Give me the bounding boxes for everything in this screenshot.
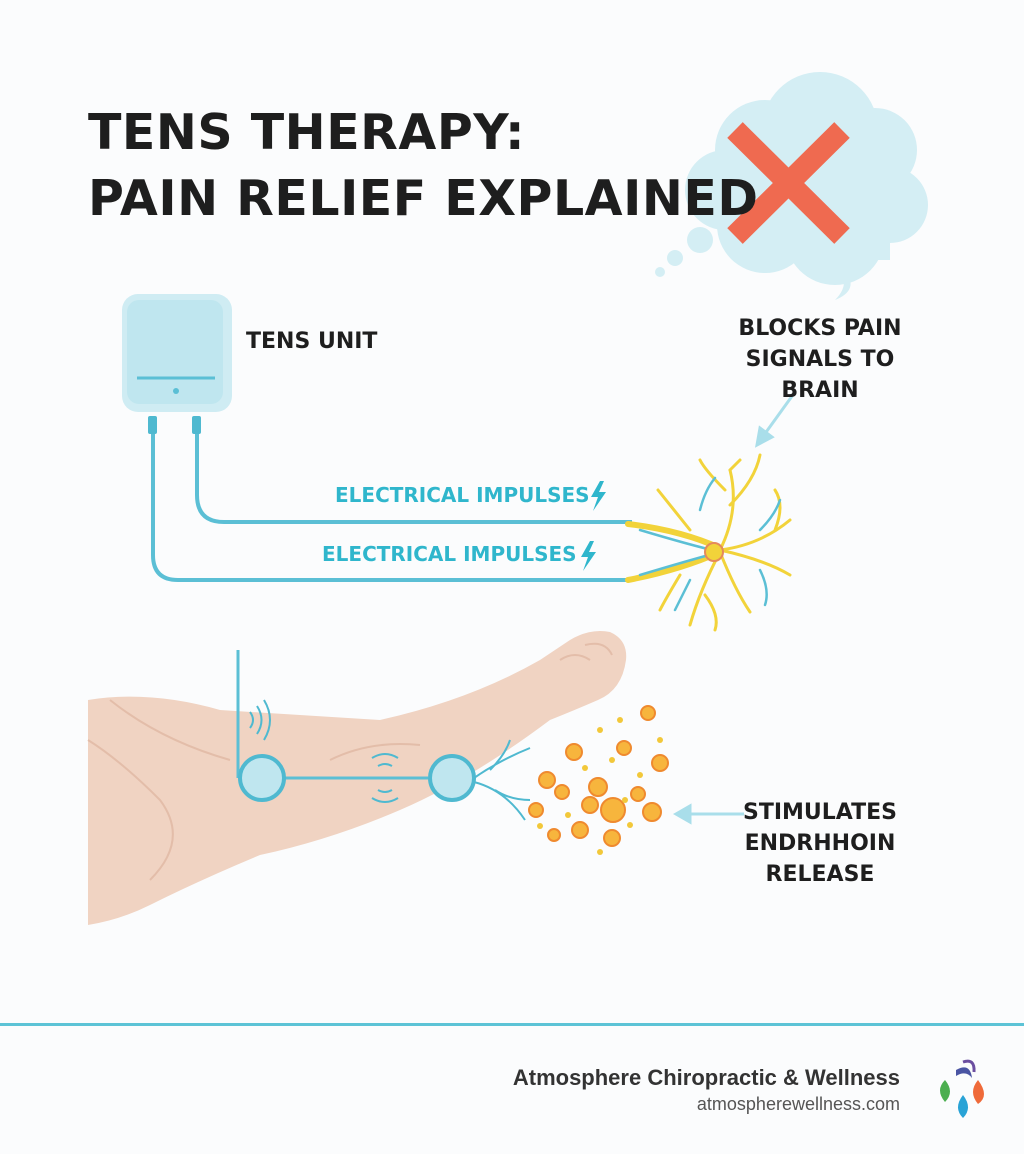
blocks-pain-line-2: SIGNALS TO BRAIN <box>745 347 895 403</box>
stimulates-label: STIMULATES ENDRHHOIN RELEASE <box>740 797 900 890</box>
footer-brand: Atmosphere Chiropractic & Wellness atmos… <box>513 1064 900 1116</box>
title-line-2: PAIN RELIEF EXPLAINED <box>88 170 759 227</box>
stimulates-line-3: RELEASE <box>765 862 875 887</box>
blocks-pain-label: BLOCKS PAIN SIGNALS TO BRAIN <box>714 313 926 406</box>
arrow-icon <box>754 391 797 448</box>
company-website: atmospherewellness.com <box>696 1094 900 1114</box>
lightning-icon <box>581 481 606 571</box>
blocks-pain-line-1: BLOCKS PAIN <box>738 316 902 341</box>
stimulates-line-2: ENDRHHOIN <box>744 831 896 856</box>
electrode-wires <box>151 434 632 582</box>
x-mark-icon <box>727 122 850 244</box>
title-line-1: TENS THERAPY: <box>88 104 526 161</box>
neuron-icon <box>625 453 792 632</box>
brand-logo-icon <box>940 1059 984 1118</box>
stimulates-line-1: STIMULATES <box>742 800 897 825</box>
electrode-icon <box>236 650 531 821</box>
footer-divider <box>0 1023 1024 1026</box>
company-name: Atmosphere Chiropractic & Wellness <box>512 1065 900 1090</box>
impulses-label-top: ELECTRICAL IMPULSES <box>335 483 590 507</box>
arrow-icon <box>672 803 744 825</box>
page-title: TENS THERAPY: PAIN RELIEF EXPLAINED <box>88 100 759 232</box>
tens-unit-label: TENS UNIT <box>246 329 378 354</box>
impulses-label-bottom: ELECTRICAL IMPULSES <box>322 542 577 566</box>
endorphin-particles-icon <box>528 705 669 855</box>
tens-device-icon <box>122 294 232 434</box>
